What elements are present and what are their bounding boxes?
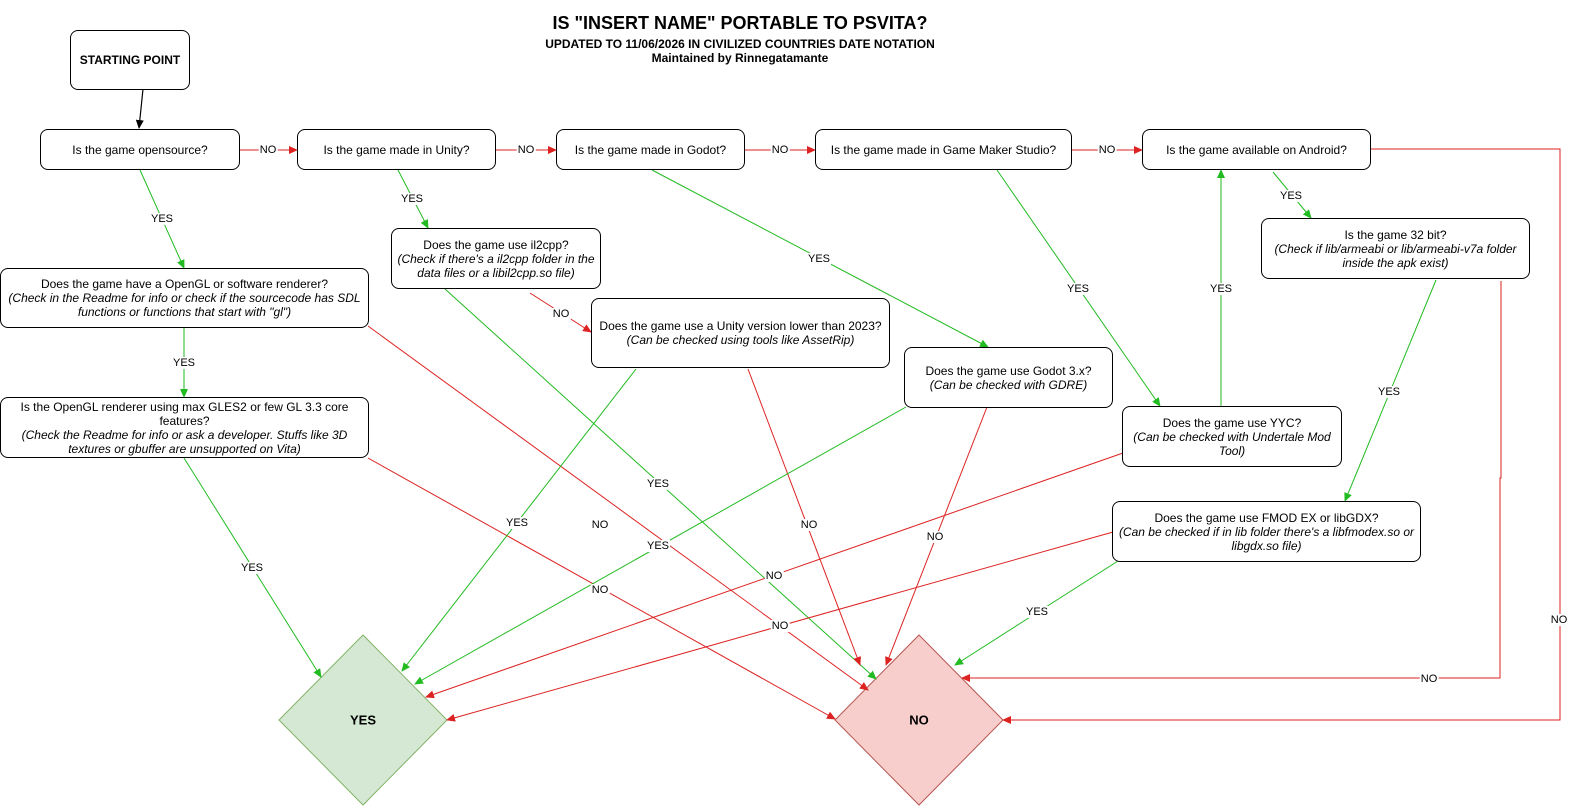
edge-label: NO (1097, 144, 1117, 156)
edge-label: NO (799, 519, 819, 531)
node-fmod: Does the game use FMOD EX or libGDX? (Ca… (1112, 501, 1421, 562)
node-question: Is the game made in Godot? (574, 142, 727, 157)
edge-label: YES (806, 253, 832, 265)
node-unity-version: Does the game use a Unity version lower … (591, 298, 890, 368)
edge-unityversion-no-no (747, 368, 861, 666)
node-yyc: Does the game use YYC? (Can be checked w… (1122, 406, 1342, 467)
edge-label: NO (590, 584, 610, 596)
node-starting-point: STARTING POINT (70, 30, 190, 90)
edge-bit32-no-no (961, 281, 1502, 682)
edge-label: YES (1024, 606, 1050, 618)
node-question: Is the game available on Android? (1166, 142, 1347, 157)
node-question: Is the game 32 bit? (1344, 227, 1447, 242)
node-opensource: Is the game opensource? (40, 129, 240, 170)
node-question: Is the game made in Game Maker Studio? (830, 142, 1057, 157)
node-hint: (Can be checked using tools like AssetRi… (626, 333, 855, 347)
node-question: Is the game opensource? (72, 142, 208, 157)
node-godot: Is the game made in Godot? (556, 129, 745, 170)
node-unity: Is the game made in Unity? (297, 129, 496, 170)
node-question: Does the game use il2cpp? (423, 237, 569, 252)
edge-label: NO (516, 144, 536, 156)
node-question: Does the game use Godot 3.x? (925, 363, 1092, 378)
no-outcome-label: NO (909, 712, 929, 728)
edge-start-to-opensource (135, 88, 144, 129)
edge-label: YES (645, 478, 671, 490)
node-question: Does the game use YYC? (1162, 415, 1302, 430)
node-question: Does the game use a Unity version lower … (599, 319, 882, 333)
node-question: Is the OpenGL renderer using max GLES2 o… (20, 399, 349, 428)
edge-label: NO (1419, 673, 1439, 685)
node-gles: Is the OpenGL renderer using max GLES2 o… (0, 397, 369, 458)
node-hint: (Can be checked with Undertale Mod Tool) (1133, 429, 1331, 458)
edge-label: YES (504, 517, 530, 529)
edge-label: YES (399, 193, 425, 205)
node-hint: (Check in the Readme for info or check i… (8, 291, 361, 319)
diagram-maintainer: Maintained by Rinnegatamante (651, 51, 829, 65)
edge-label: YES (1278, 190, 1304, 202)
edge-label: NO (925, 531, 945, 543)
edge-label: YES (1376, 386, 1402, 398)
node-hint: (Check if lib/armeabi or lib/armeabi-v7a… (1274, 241, 1517, 270)
edge-label: YES (1208, 283, 1234, 295)
node-32bit: Is the game 32 bit? (Check if lib/armeab… (1261, 218, 1530, 279)
edge-label: YES (645, 540, 671, 552)
node-hint: (Can be checked with GDRE) (929, 377, 1088, 392)
edge-label: YES (1065, 283, 1091, 295)
diagram-subtitle: UPDATED TO 11/06/2026 IN CIVILIZED COUNT… (545, 37, 935, 51)
node-android: Is the game available on Android? (1142, 129, 1371, 170)
edge-label: NO (1549, 614, 1569, 626)
node-hint: (Can be checked if in lib folder there's… (1118, 524, 1415, 553)
edge-android-no-no (1002, 148, 1561, 724)
node-godot3: Does the game use Godot 3.x? (Can be che… (904, 347, 1113, 408)
edge-label: YES (149, 213, 175, 225)
edge-label: YES (171, 357, 197, 369)
node-question: Is the game made in Unity? (323, 142, 470, 157)
node-label: STARTING POINT (79, 53, 181, 67)
node-question: Does the game have a OpenGL or software … (40, 277, 329, 291)
node-hint: (Check the Readme for info or ask a deve… (21, 427, 348, 456)
edge-label: YES (239, 562, 265, 574)
edge-label: NO (551, 308, 571, 320)
diagram-title: IS "INSERT NAME" PORTABLE TO PSVITA? (552, 13, 928, 33)
edge-label: NO (770, 144, 790, 156)
yes-outcome-label: YES (349, 712, 377, 728)
edge-renderer-no-no (367, 325, 869, 691)
node-renderer: Does the game have a OpenGL or software … (0, 268, 369, 328)
edge-label: NO (258, 144, 278, 156)
node-question: Does the game use FMOD EX or libGDX? (1154, 510, 1379, 525)
node-il2cpp: Does the game use il2cpp? (Check if ther… (391, 228, 601, 289)
edge-label: NO (590, 519, 610, 531)
edge-label: NO (764, 570, 784, 582)
node-hint: (Check if there's a il2cpp folder in the… (397, 251, 595, 280)
edge-label: NO (770, 620, 790, 632)
node-game-maker-studio: Is the game made in Game Maker Studio? (815, 129, 1072, 170)
